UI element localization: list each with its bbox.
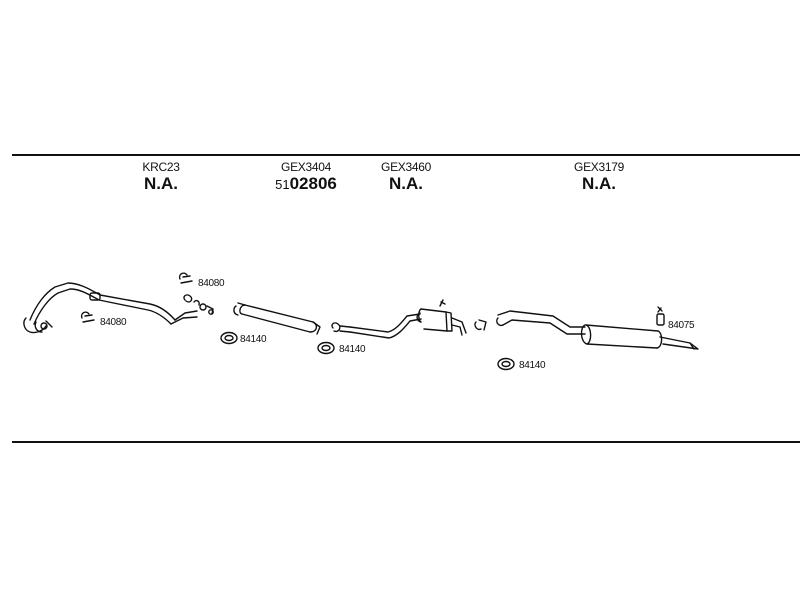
status-prefix: 51 — [275, 177, 290, 192]
tailpipe-icon[interactable] — [659, 336, 699, 350]
callout-clamp-84080-upper[interactable]: 84080 — [198, 278, 225, 289]
part-column-gex3404[interactable]: GEX3404 5102806 — [275, 160, 337, 194]
part-status: N.A. — [142, 175, 179, 194]
status-value: N.A. — [389, 174, 423, 193]
part-column-gex3179[interactable]: GEX3179 N.A. — [574, 160, 624, 194]
part-column-gex3460[interactable]: GEX3460 N.A. — [381, 160, 431, 194]
callout-gasket-84140-b[interactable]: 84140 — [339, 344, 366, 355]
status-value: N.A. — [582, 174, 616, 193]
callout-gasket-84140-a[interactable]: 84140 — [240, 334, 267, 345]
muffler-icon[interactable] — [580, 324, 663, 349]
part-column-krc23[interactable]: KRC23 N.A. — [142, 160, 179, 194]
gasket-ring-icon[interactable] — [497, 357, 515, 371]
part-status: N.A. — [381, 175, 431, 194]
clamp-icon[interactable] — [178, 272, 193, 284]
muffler-icon[interactable] — [233, 302, 321, 335]
top-divider — [12, 154, 800, 156]
status-value: N.A. — [144, 174, 178, 193]
hanger-icon[interactable] — [656, 306, 665, 326]
exhaust-pipe-icon[interactable] — [496, 310, 586, 335]
part-code: GEX3404 — [281, 160, 331, 174]
clamp-icon[interactable] — [474, 319, 487, 331]
clamp-icon[interactable] — [80, 311, 95, 323]
exhaust-pipe-icon[interactable] — [331, 313, 422, 339]
bottom-divider — [12, 441, 800, 443]
part-code: GEX3460 — [381, 160, 431, 174]
status-value: 02806 — [289, 174, 337, 193]
callout-clamp-84080-lower[interactable]: 84080 — [100, 317, 127, 328]
callout-hanger-84075[interactable]: 84075 — [668, 320, 695, 331]
muffler-icon[interactable] — [416, 299, 467, 336]
exhaust-pipe-icon[interactable] — [23, 282, 198, 334]
callout-gasket-84140-c[interactable]: 84140 — [519, 360, 546, 371]
part-code: KRC23 — [142, 160, 180, 174]
gasket-ring-icon[interactable] — [220, 331, 238, 345]
gasket-ring-icon[interactable] — [317, 341, 335, 355]
part-status: 5102806 — [275, 175, 337, 194]
clamp-icon[interactable] — [183, 294, 214, 315]
part-code: GEX3179 — [574, 160, 624, 174]
part-status: N.A. — [574, 175, 624, 194]
